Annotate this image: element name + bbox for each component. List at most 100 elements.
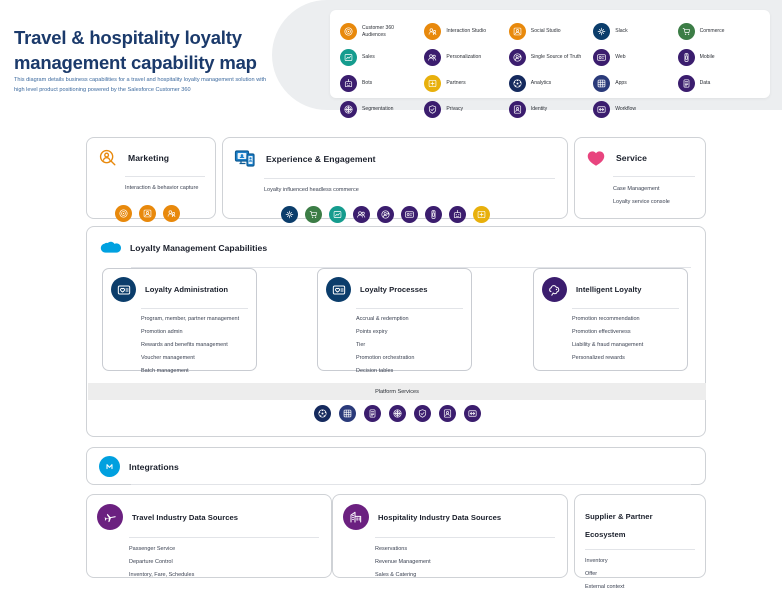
service-heart-icon (585, 147, 607, 169)
marketing-card: Marketing Interaction & behavior capture (86, 137, 216, 222)
social-studio-icon (139, 205, 156, 222)
intelligent-loyalty-card: Intelligent Loyalty Promotion recommenda… (533, 268, 688, 371)
bullet-item: External context (585, 584, 625, 590)
loyalty-card-icon (326, 277, 351, 302)
loyalty-management-title: Loyalty Management Capabilities (130, 243, 268, 253)
bullet-item: Sales & Catering (375, 572, 417, 578)
airplane-icon (97, 504, 123, 530)
service-card: Service Case Management Loyalty service … (574, 137, 706, 219)
legend-item-label: Data (699, 80, 711, 87)
bullet-item: Program, member, partner management (141, 316, 240, 322)
bullet-item: Departure Control (129, 559, 173, 565)
personalization-icon (424, 49, 442, 66)
bullet-item: Accrual & redemption (356, 316, 409, 322)
legend-item: Bots (340, 71, 422, 96)
legend-item-label: Analytics (530, 80, 552, 87)
marketing-icon-row (87, 199, 215, 222)
hospitality-sources-title: Hospitality Industry Data Sources (378, 512, 502, 522)
marketing-bullet: Interaction & behavior capture (125, 185, 199, 191)
analytics-icon (508, 75, 526, 92)
legend-item-label: Bots (362, 80, 373, 87)
salesforce-cloud-icon (99, 237, 121, 259)
workflow-icon (593, 101, 611, 118)
legend-item-label: Workflow (615, 106, 637, 113)
integrations-card: Integrations (86, 447, 706, 485)
legend-item: Sales (340, 45, 422, 70)
partners-icon (473, 206, 490, 223)
web-icon (401, 206, 418, 223)
bullet-item: Liability & fraud management (572, 342, 644, 348)
legend-item: Personalization (424, 45, 506, 70)
hero-header: Travel & hospitality loyalty management … (0, 0, 782, 118)
mulesoft-icon (99, 456, 120, 477)
analytics-icon (313, 405, 331, 422)
single-source-of-truth-icon (377, 206, 394, 223)
bullet-item: Rewards and benefits management (141, 342, 228, 348)
sales-icon (340, 49, 357, 66)
loyalty-management-card: Loyalty Management Capabilities Loyalty … (86, 226, 706, 437)
personalization-icon (353, 206, 370, 223)
customer360-audiences-icon (340, 23, 357, 40)
legend-item-label: Social Studio (530, 28, 561, 35)
sales-icon (329, 206, 346, 223)
legend-item: Segmentation (340, 97, 422, 122)
page-subtitle: This diagram details business capabiliti… (14, 77, 267, 93)
loyalty-administration-title: Loyalty Administration (145, 285, 229, 294)
legend-item-label: Mobile (699, 54, 715, 61)
loyalty-card-icon (111, 277, 136, 302)
bullet-item: Offer (585, 571, 598, 577)
platform-services-label: Platform Services (375, 388, 419, 395)
identity-icon (438, 405, 456, 422)
legend-item: Customer 360 Audiences (340, 19, 422, 44)
legend-item: Interaction Studio (424, 19, 506, 44)
integrations-title: Integrations (129, 461, 179, 472)
bullet-item: Revenue Management (375, 559, 431, 565)
mobile-icon (677, 49, 695, 66)
social-studio-icon (508, 23, 526, 40)
loyalty-processes-title: Loyalty Processes (360, 285, 428, 294)
mobile-icon (425, 206, 442, 223)
bullet-item: Passenger Service (129, 546, 176, 552)
legend-item: Data (677, 71, 760, 96)
single-source-of-truth-icon (508, 49, 526, 66)
legend-item: Partners (424, 71, 506, 96)
identity-icon (508, 101, 526, 118)
legend-item: Web (593, 45, 675, 70)
bullet-item: Inventory, Fare, Schedules (129, 572, 195, 578)
bots-icon (449, 206, 466, 223)
web-icon (593, 49, 611, 66)
legend-item-label: Web (615, 54, 626, 61)
bullet-item: Points expiry (356, 329, 388, 335)
bullet-item: Tier (356, 342, 366, 348)
commerce-icon (677, 23, 695, 40)
travel-sources-title: Travel Industry Data Sources (132, 512, 239, 522)
data-icon (677, 75, 695, 92)
legend-item: Workflow (593, 97, 675, 122)
bullet-item: Promotion effectiveness (572, 329, 631, 335)
bullet-item: Decision tables (356, 368, 394, 374)
bullet-item: Inventory (585, 558, 608, 564)
bullet-item: Promotion orchestration (356, 355, 415, 361)
legend-item-label: Single Source of Truth (530, 54, 582, 61)
hotel-icon (343, 504, 369, 530)
legend-item-label: Interaction Studio (446, 28, 487, 35)
interaction-studio-icon (163, 205, 180, 222)
service-bullet: Loyalty service console (613, 199, 670, 205)
travel-data-sources-card: Travel Industry Data Sources Passenger S… (86, 494, 332, 578)
legend-item: Commerce (677, 19, 760, 44)
legend-item-label: Privacy (446, 106, 464, 113)
hospitality-data-sources-card: Hospitality Industry Data Sources Reserv… (332, 494, 568, 578)
workflow-icon (463, 405, 481, 422)
legend-item: Apps (593, 71, 675, 96)
platform-services-icon-row (87, 405, 707, 422)
experience-title: Experience & Engagement (266, 154, 376, 164)
marketing-audience-search-icon (97, 147, 119, 169)
page-title: Travel & hospitality loyalty management … (14, 27, 257, 73)
